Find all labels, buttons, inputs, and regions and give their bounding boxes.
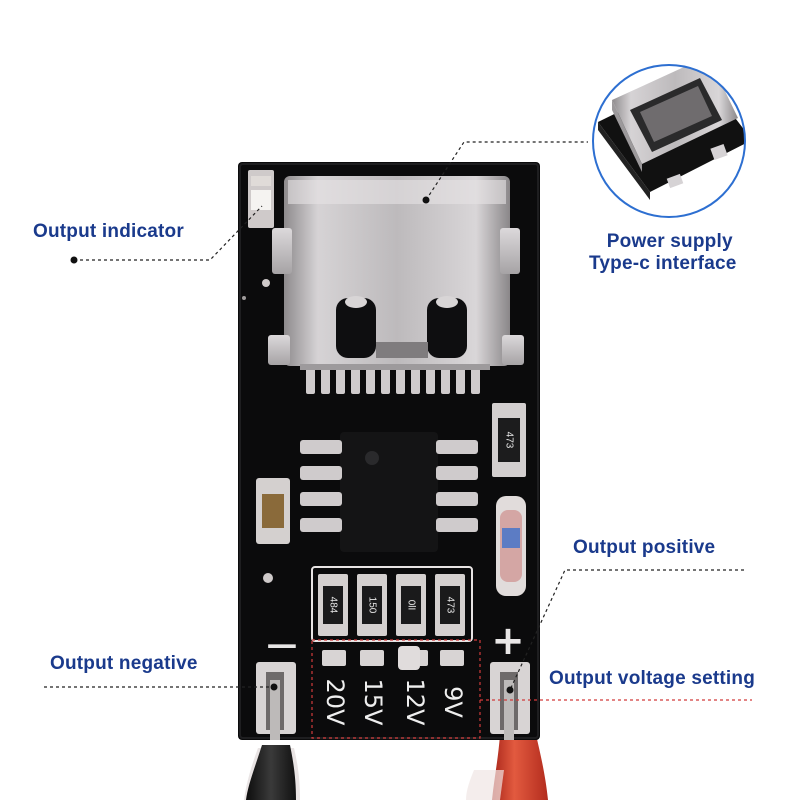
voltage-labels: 20V 15V 12V 9V [321,679,467,727]
voltage-option-label: 15V [359,679,387,727]
capacitor [256,478,290,544]
voltage-resistor-code: 0lI [405,600,416,611]
power-supply-label: Power supply Type-c interface [589,231,737,275]
voltage-resistor-code: 473 [444,597,455,614]
ic-pad-left [300,440,342,454]
voltage-option-label: 12V [401,679,429,727]
ic-pad-right [436,440,478,454]
voltage-select-pad [322,650,346,666]
output-negative-label: Output negative [50,653,198,674]
voltage-resistor-body [323,586,343,624]
voltage-resistor-body [440,586,460,624]
resistor-top-code: 473 [503,432,514,449]
connector-pin [306,364,315,394]
connector-pin [456,364,465,394]
connector-pin [381,364,390,394]
ic-pads [300,440,478,532]
connector-pin-bar [300,364,490,370]
connector-pin [411,364,420,394]
voltage-resistor-code: 484 [327,597,338,614]
output-negative-pad [256,662,296,740]
connector-pin [321,364,330,394]
diode [496,496,526,596]
output-positive-pad [490,662,530,740]
solder-bridge [398,646,420,670]
output-positive-label: Output positive [573,537,716,558]
voltage-resistor-body [362,586,382,624]
output-indicator-led [248,170,274,228]
output-indicator-label: Output indicator [33,221,184,242]
connector-pin [396,364,405,394]
plus-sign: + [491,618,525,664]
voltage-select-pad [360,650,384,666]
resistor-top: 473 [492,403,526,477]
connector-pins [300,364,490,394]
connector-pin [351,364,360,394]
ic-pad-left [300,466,342,480]
connector-pin [336,364,345,394]
ic-pad-left [300,518,342,532]
connector-pin [441,364,450,394]
voltage-option-label: 20V [321,679,349,727]
leader-lines [44,141,752,701]
connector-pin [426,364,435,394]
voltage-option-label: 9V [439,686,467,718]
voltage-resistor-body [401,586,421,624]
output-voltage-setting-label: Output voltage setting [549,668,756,689]
voltage-setting-highlight [311,639,481,739]
power-supply-label-line2: Type-c interface [589,253,737,274]
voltage-resistor-row: 484 150 0lI 473 [311,566,473,642]
vias [242,279,273,583]
type-c-connector [268,176,524,366]
power-supply-label-line1: Power supply [606,231,733,252]
ic-chip [340,432,438,552]
ic-pad-right [436,492,478,506]
connector-pin [366,364,375,394]
type-c-inset [592,64,746,218]
ic-pad-right [436,466,478,480]
voltage-select-pad [440,650,464,666]
wires [244,735,548,800]
connector-pin [471,364,480,394]
voltage-resistor-code: 150 [366,597,377,614]
ic-pad-right [436,518,478,532]
ic-pad-left [300,492,342,506]
voltage-select-pads [322,646,464,670]
